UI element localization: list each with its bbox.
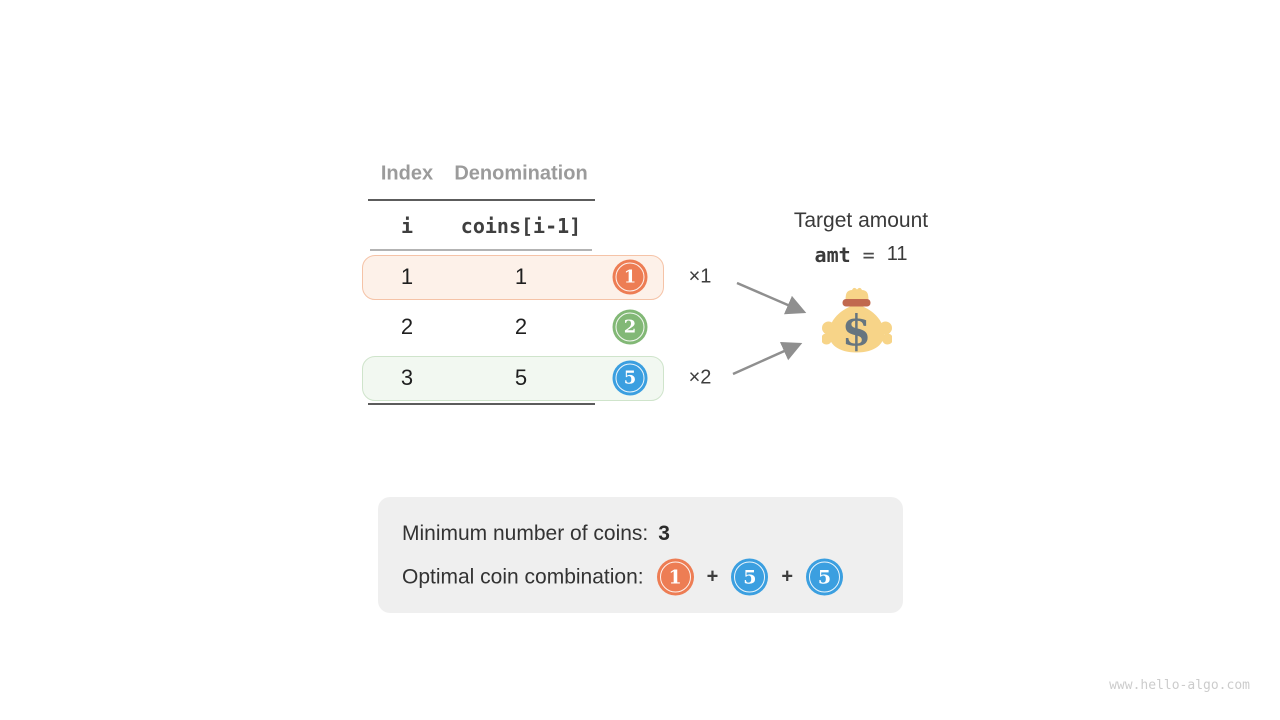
variable-header-coins: coins[i-1] — [460, 214, 582, 238]
cell-row2-index: 2 — [400, 314, 414, 339]
multiplier-x2-label: ×2 — [688, 366, 712, 389]
coin-5-value: 5 — [612, 360, 648, 396]
amt-variable: amt — [814, 243, 851, 267]
arrows-to-money-bag — [732, 281, 807, 376]
combo-coin-5b-icon: 5 — [806, 558, 843, 596]
column-header-index: Index — [380, 162, 434, 185]
min-coins-line: Minimum number of coins: 3 — [402, 522, 670, 546]
coin-5-icon: 5 — [612, 360, 648, 396]
combo-coin-5-icon: 5 — [731, 558, 769, 596]
coin-2-icon: 2 — [612, 309, 648, 345]
svg-text:$: $ — [842, 306, 871, 355]
cell-row1-denomination: 1 — [514, 264, 528, 289]
arrow-x1 — [736, 281, 807, 315]
amt-value: 11 — [886, 243, 908, 265]
cell-row3-denomination: 5 — [514, 365, 528, 390]
table-bottom-rule — [368, 403, 595, 405]
coin-1-icon: 1 — [612, 259, 648, 295]
min-coins-value: 3 — [658, 522, 670, 545]
cell-row3-index: 3 — [400, 365, 414, 390]
table-top-rule — [368, 199, 595, 201]
coin-1-value: 1 — [612, 259, 648, 295]
money-bag-icon: $ — [822, 287, 892, 355]
target-amount-title: Target amount — [793, 209, 929, 232]
arrow-x2 — [732, 342, 803, 376]
site-watermark: www.hello-algo.com — [1109, 678, 1250, 693]
table-mid-rule — [370, 249, 592, 251]
cell-row1-index: 1 — [400, 264, 414, 289]
combo-coin-1-icon: 1 — [656, 558, 694, 596]
coin-2-value: 2 — [612, 309, 648, 345]
result-summary-panel: Minimum number of coins: 3 Optimal coin … — [378, 497, 903, 613]
cell-row2-denomination: 2 — [514, 314, 528, 339]
plus-sign: + — [706, 565, 719, 588]
plus-sign: + — [781, 565, 793, 588]
combination-line: Optimal coin combination: 1 + 5 + 5 — [402, 558, 843, 596]
min-coins-label: Minimum number of coins: — [402, 522, 649, 545]
multiplier-x1-label: ×1 — [688, 265, 712, 288]
column-header-denomination: Denomination — [454, 162, 588, 185]
target-amount-expression: amt = 11 — [815, 243, 908, 267]
combination-label: Optimal coin combination: — [402, 565, 644, 588]
equals-sign: = — [862, 243, 875, 267]
variable-header-i: i — [400, 214, 414, 238]
